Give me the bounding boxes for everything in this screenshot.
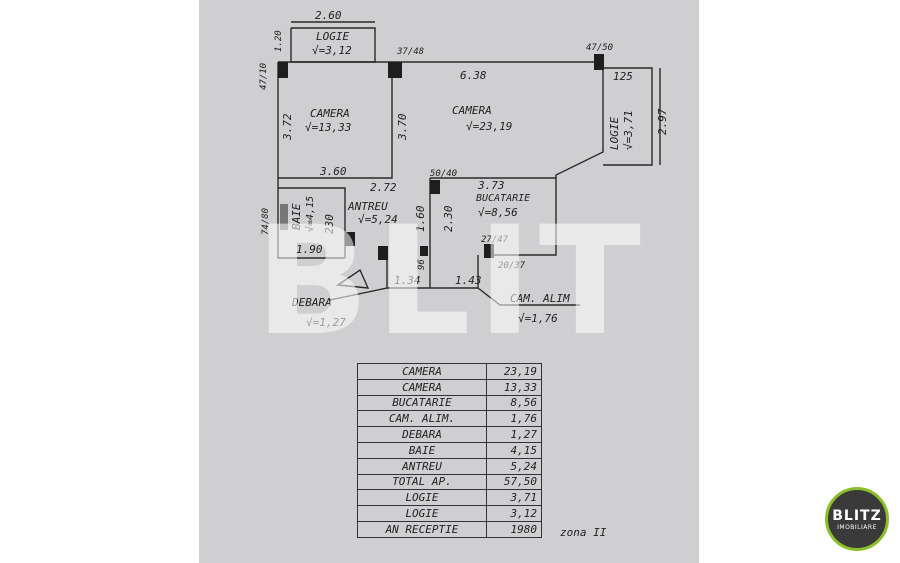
outer-wall-right <box>278 61 604 256</box>
blitz-logo: BLITZ IMOBILIARE <box>825 487 889 551</box>
room-name: TOTAL AP. <box>357 473 487 491</box>
pillar-6 <box>378 246 388 260</box>
label: √=3,12 <box>312 44 352 57</box>
pillar-5 <box>345 232 355 246</box>
room-name: CAM. ALIM. <box>357 410 487 428</box>
label: CAMERA <box>452 104 492 117</box>
label: 3.70 <box>396 113 409 141</box>
pillar-7 <box>484 244 494 258</box>
label: BUCATARIE <box>476 193 530 204</box>
label: 3.60 <box>319 165 347 178</box>
label: 1.34 <box>394 274 421 287</box>
label: 2.97 <box>656 108 669 135</box>
label: √=4,15 <box>304 196 316 232</box>
label: 2.30 <box>442 205 455 232</box>
label: 2.60 <box>315 9 342 22</box>
room-name: BUCATARIE <box>357 394 487 412</box>
label: 1.20 <box>274 30 284 52</box>
label: √=8,56 <box>478 206 518 219</box>
pillar-3 <box>594 54 604 70</box>
logie-right-outline <box>603 67 653 166</box>
label: 1.43 <box>455 274 482 287</box>
logo-text: BLITZ <box>832 508 882 524</box>
leader-camara <box>477 287 580 306</box>
label: √=1,76 <box>518 312 558 325</box>
room-name: LOGIE <box>357 489 487 507</box>
room-area: 1,27 <box>486 426 542 443</box>
label: 3.72 <box>281 113 294 141</box>
debara-triangle <box>336 268 370 289</box>
leader-debara <box>329 287 388 301</box>
label: CAM. ALIM <box>510 292 570 305</box>
label: 3.73 <box>477 179 505 192</box>
room-area: 8,56 <box>486 394 542 412</box>
logo-subtext: IMOBILIARE <box>837 524 877 531</box>
label: LOGIE <box>608 117 621 150</box>
label: 1.60 <box>414 205 427 232</box>
room-name: ANTREU <box>357 457 487 475</box>
room-area: 23,19 <box>486 363 542 380</box>
label: 27/47 <box>481 235 509 245</box>
room-area: 3,71 <box>486 489 542 507</box>
label: 2.72 <box>370 181 397 194</box>
label: 230 <box>323 214 336 234</box>
room-area: 1980 <box>486 520 542 538</box>
debara-camara <box>386 255 479 289</box>
label: √=5,24 <box>358 213 398 226</box>
pillar-4 <box>430 180 440 194</box>
label: 6.38 <box>460 69 487 82</box>
room-name: BAIE <box>357 441 487 459</box>
pillar-2 <box>388 62 402 78</box>
label: BAIE <box>290 203 303 230</box>
table-row: CAM. ALIM.1,76 <box>357 410 542 428</box>
label: LOGIE <box>316 30 349 43</box>
table-row: TOTAL AP.57,50 <box>357 473 542 491</box>
wall-camera1 <box>278 62 393 179</box>
pillar-8 <box>420 246 428 256</box>
room-name: DEBARA <box>357 426 487 443</box>
label: √=1,27 <box>306 316 346 329</box>
baie-fixture <box>280 204 288 230</box>
room-name: AN RECEPTIE <box>357 520 487 538</box>
room-name: LOGIE <box>357 505 487 522</box>
label: ANTREU <box>347 200 388 213</box>
room-area: 3,12 <box>486 505 542 522</box>
watermark: BLIT <box>255 195 648 369</box>
room-area: 4,15 <box>486 441 542 459</box>
room-area: 13,33 <box>486 378 542 396</box>
label: √=3,71 <box>622 110 635 150</box>
room-name: CAMERA <box>357 378 487 396</box>
label: DEBARA <box>291 296 332 309</box>
room-area: 1,76 <box>486 410 542 428</box>
room-area: 57,50 <box>486 473 542 491</box>
label: 47/50 <box>586 43 613 53</box>
room-name: CAMERA <box>357 363 487 380</box>
pillar-1 <box>278 62 288 78</box>
label: 1.90 <box>296 243 323 256</box>
label: 50/40 <box>430 169 457 179</box>
label: CAMERA <box>310 107 350 120</box>
label: 20/37 <box>498 261 526 271</box>
room-area: 5,24 <box>486 457 542 475</box>
label: 96 <box>417 259 427 270</box>
outer-wall-left <box>277 62 345 259</box>
label: 125 <box>613 70 633 83</box>
zona-label: zona II <box>560 526 607 539</box>
label: 47/10 <box>259 63 269 90</box>
label: √=23,19 <box>466 120 512 133</box>
label: 37/48 <box>396 47 424 57</box>
label: √=13,33 <box>305 121 351 134</box>
label: 74/80 <box>261 208 271 235</box>
